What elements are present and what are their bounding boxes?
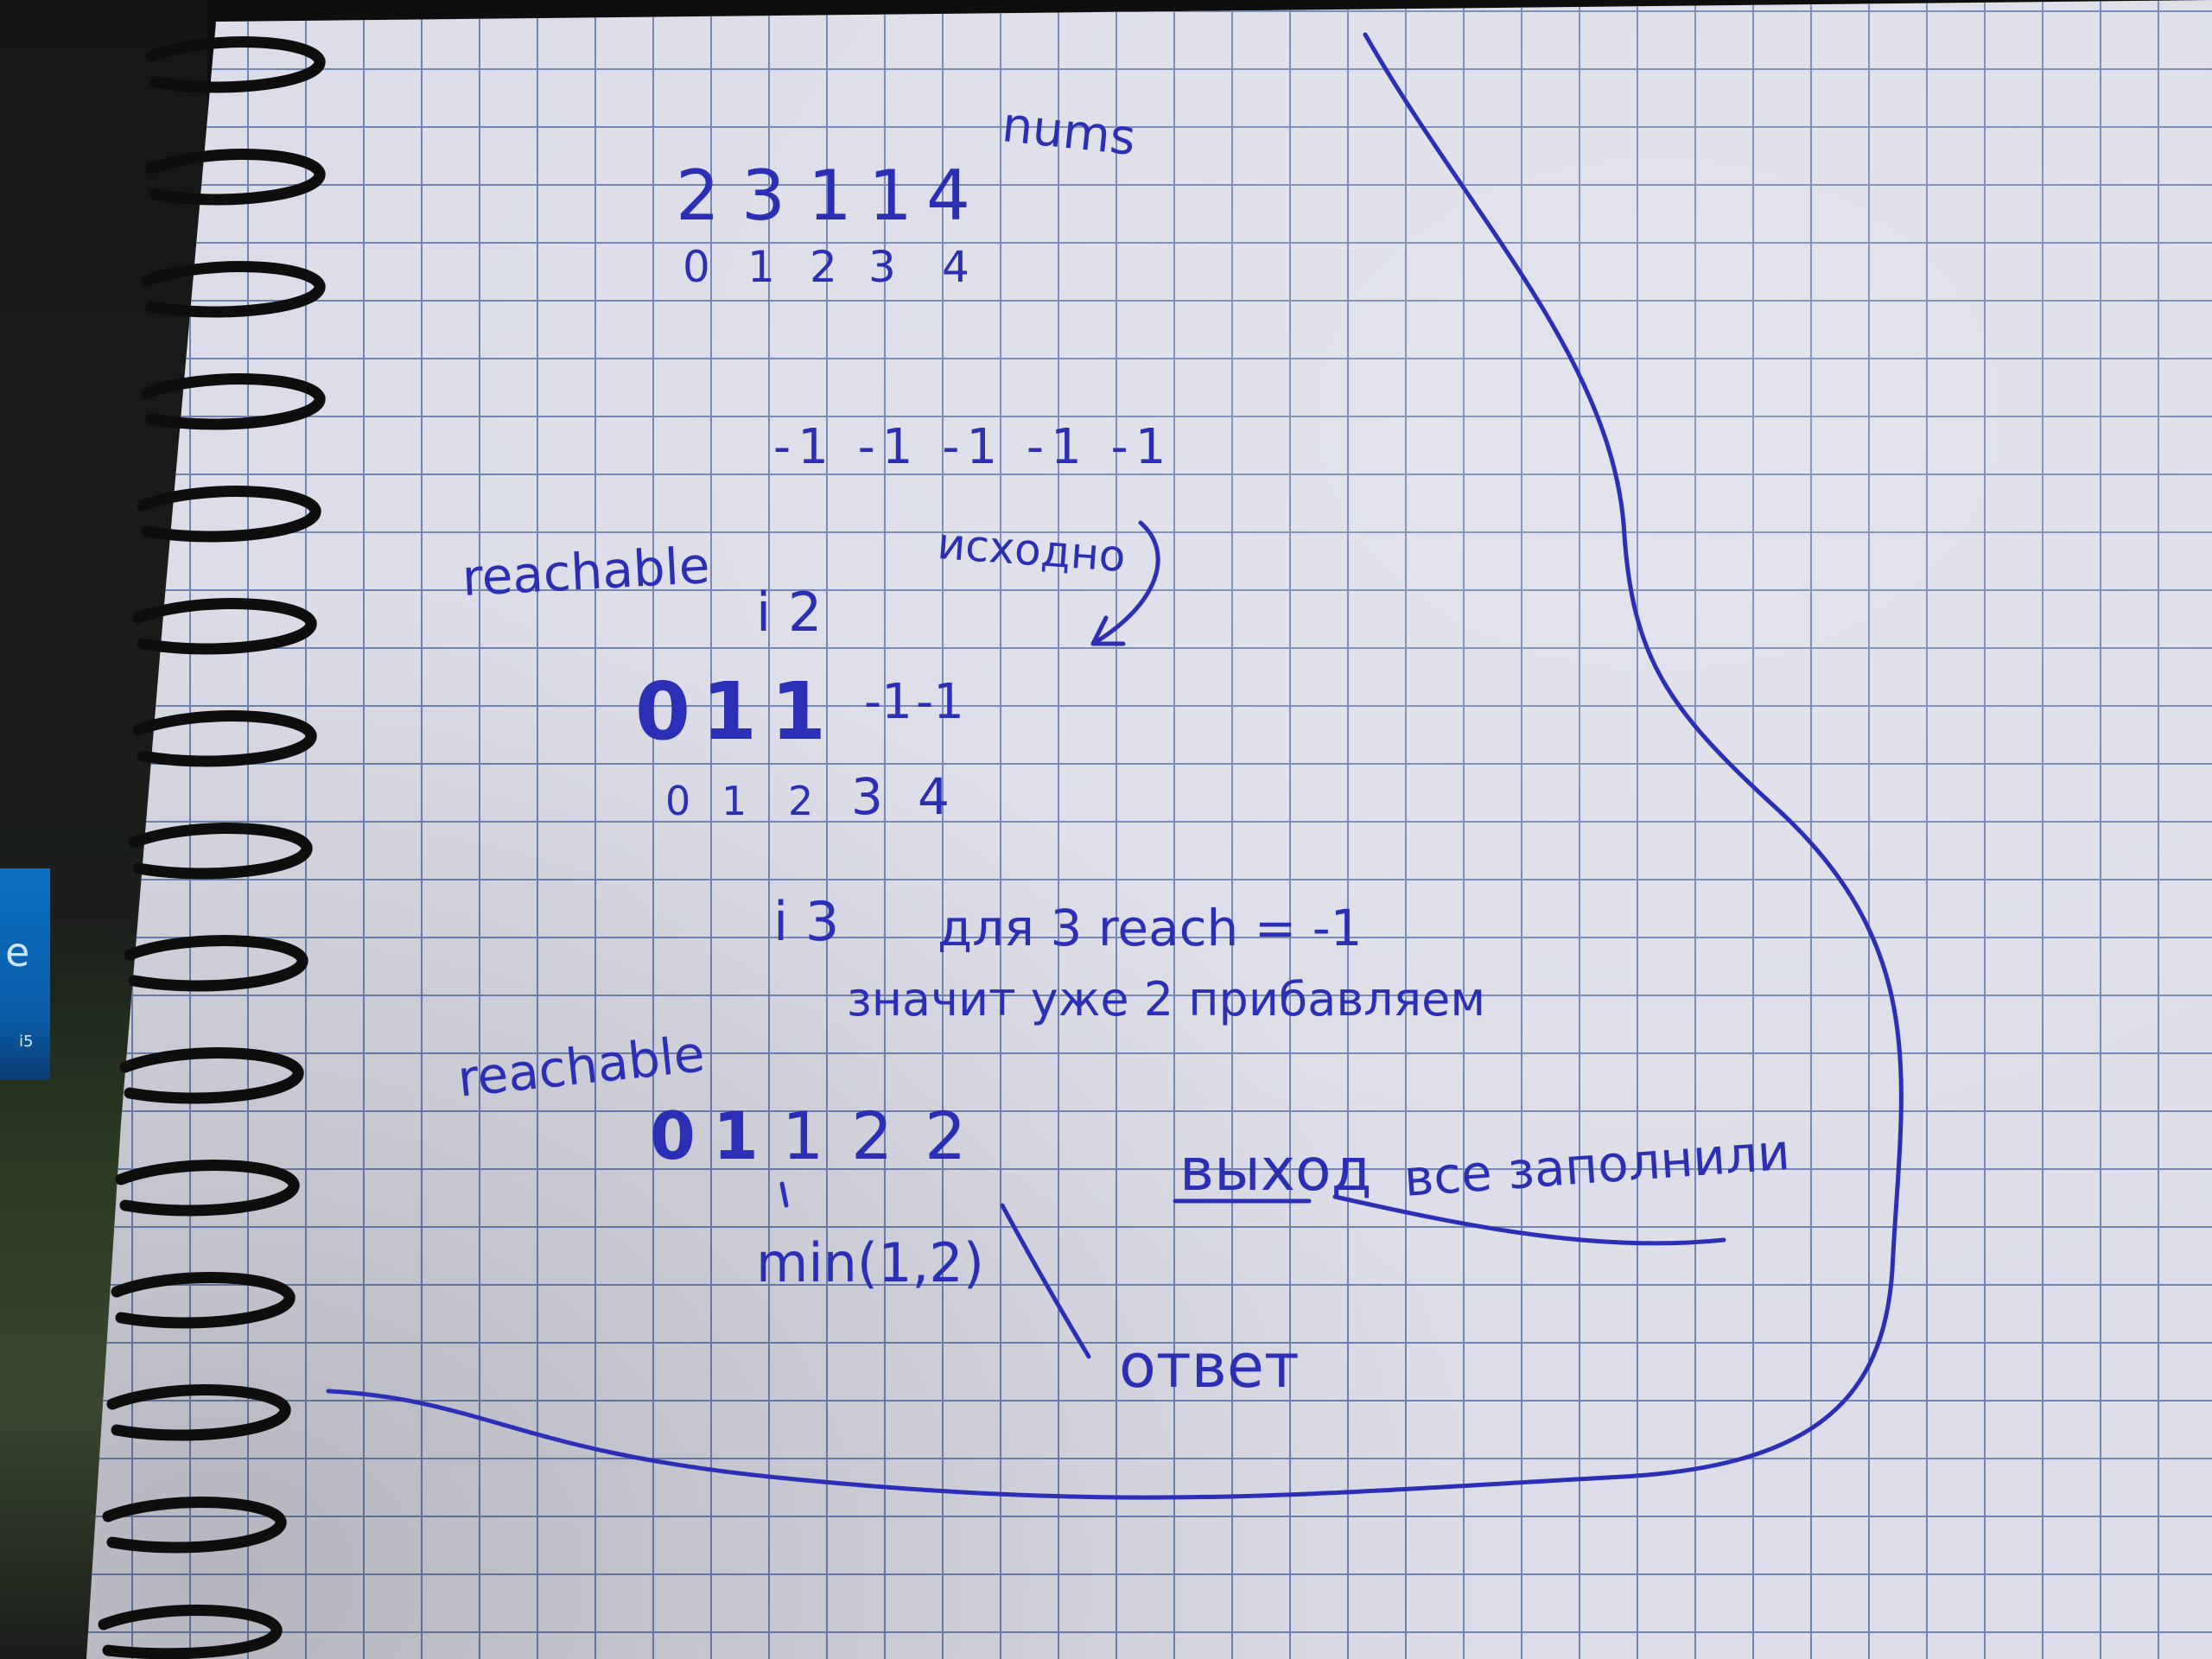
array-value: 3 xyxy=(741,156,785,236)
array-value: 4 xyxy=(926,156,970,236)
spiral-binding-icon xyxy=(98,36,326,1659)
laptop-logo-icon: e xyxy=(5,929,30,976)
step-label-second: i 3 xyxy=(773,890,840,953)
exit-label: выход xyxy=(1179,1136,1372,1205)
laptop-edge: e i5 xyxy=(0,868,50,1080)
reach-cell: 0 xyxy=(635,665,691,758)
reach-index: 2 xyxy=(788,778,814,824)
array-index: 4 xyxy=(942,242,969,292)
reach-cell: 1 xyxy=(702,665,758,758)
reach-cell: 1 xyxy=(713,1097,759,1174)
reach-cell: 1 xyxy=(771,665,827,758)
array-value: 1 xyxy=(808,156,852,236)
reach-cell: -1 xyxy=(864,674,912,730)
array-value: 2 xyxy=(676,156,720,236)
arrow-curve xyxy=(1090,520,1160,646)
reach-cell: 1 xyxy=(782,1097,824,1174)
min-expression: min(1,2) xyxy=(756,1231,984,1294)
boundary-curve xyxy=(326,32,1904,1500)
reach-index: 1 xyxy=(721,778,747,824)
reach-index: 4 xyxy=(918,767,950,826)
array-index: 0 xyxy=(683,242,710,292)
cpu-badge: i5 xyxy=(19,1033,34,1051)
array-index: 2 xyxy=(810,242,837,292)
reach-cell: 2 xyxy=(925,1097,967,1174)
array-index: 1 xyxy=(747,242,775,292)
answer-slash xyxy=(1000,1203,1091,1359)
answer-label: ответ xyxy=(1119,1331,1300,1402)
reach-cell: 0 xyxy=(650,1097,696,1174)
arrow-head xyxy=(1090,615,1126,646)
step-label-first: i 2 xyxy=(756,581,823,644)
note-underline xyxy=(1332,1194,1726,1246)
reach-cell: 2 xyxy=(851,1097,893,1174)
array-index: 3 xyxy=(868,242,896,292)
reach-index: 3 xyxy=(851,767,883,826)
condition-line-second: значит уже 2 прибавляем xyxy=(847,972,1486,1027)
min-tick xyxy=(779,1181,789,1208)
condition-line-first: для 3 reach = -1 xyxy=(938,899,1363,957)
reach-index: 0 xyxy=(665,778,691,824)
reach-cell: -1 xyxy=(916,674,964,730)
array-value: 1 xyxy=(868,156,912,236)
initial-row: -1 -1 -1 -1 -1 xyxy=(773,419,1173,475)
